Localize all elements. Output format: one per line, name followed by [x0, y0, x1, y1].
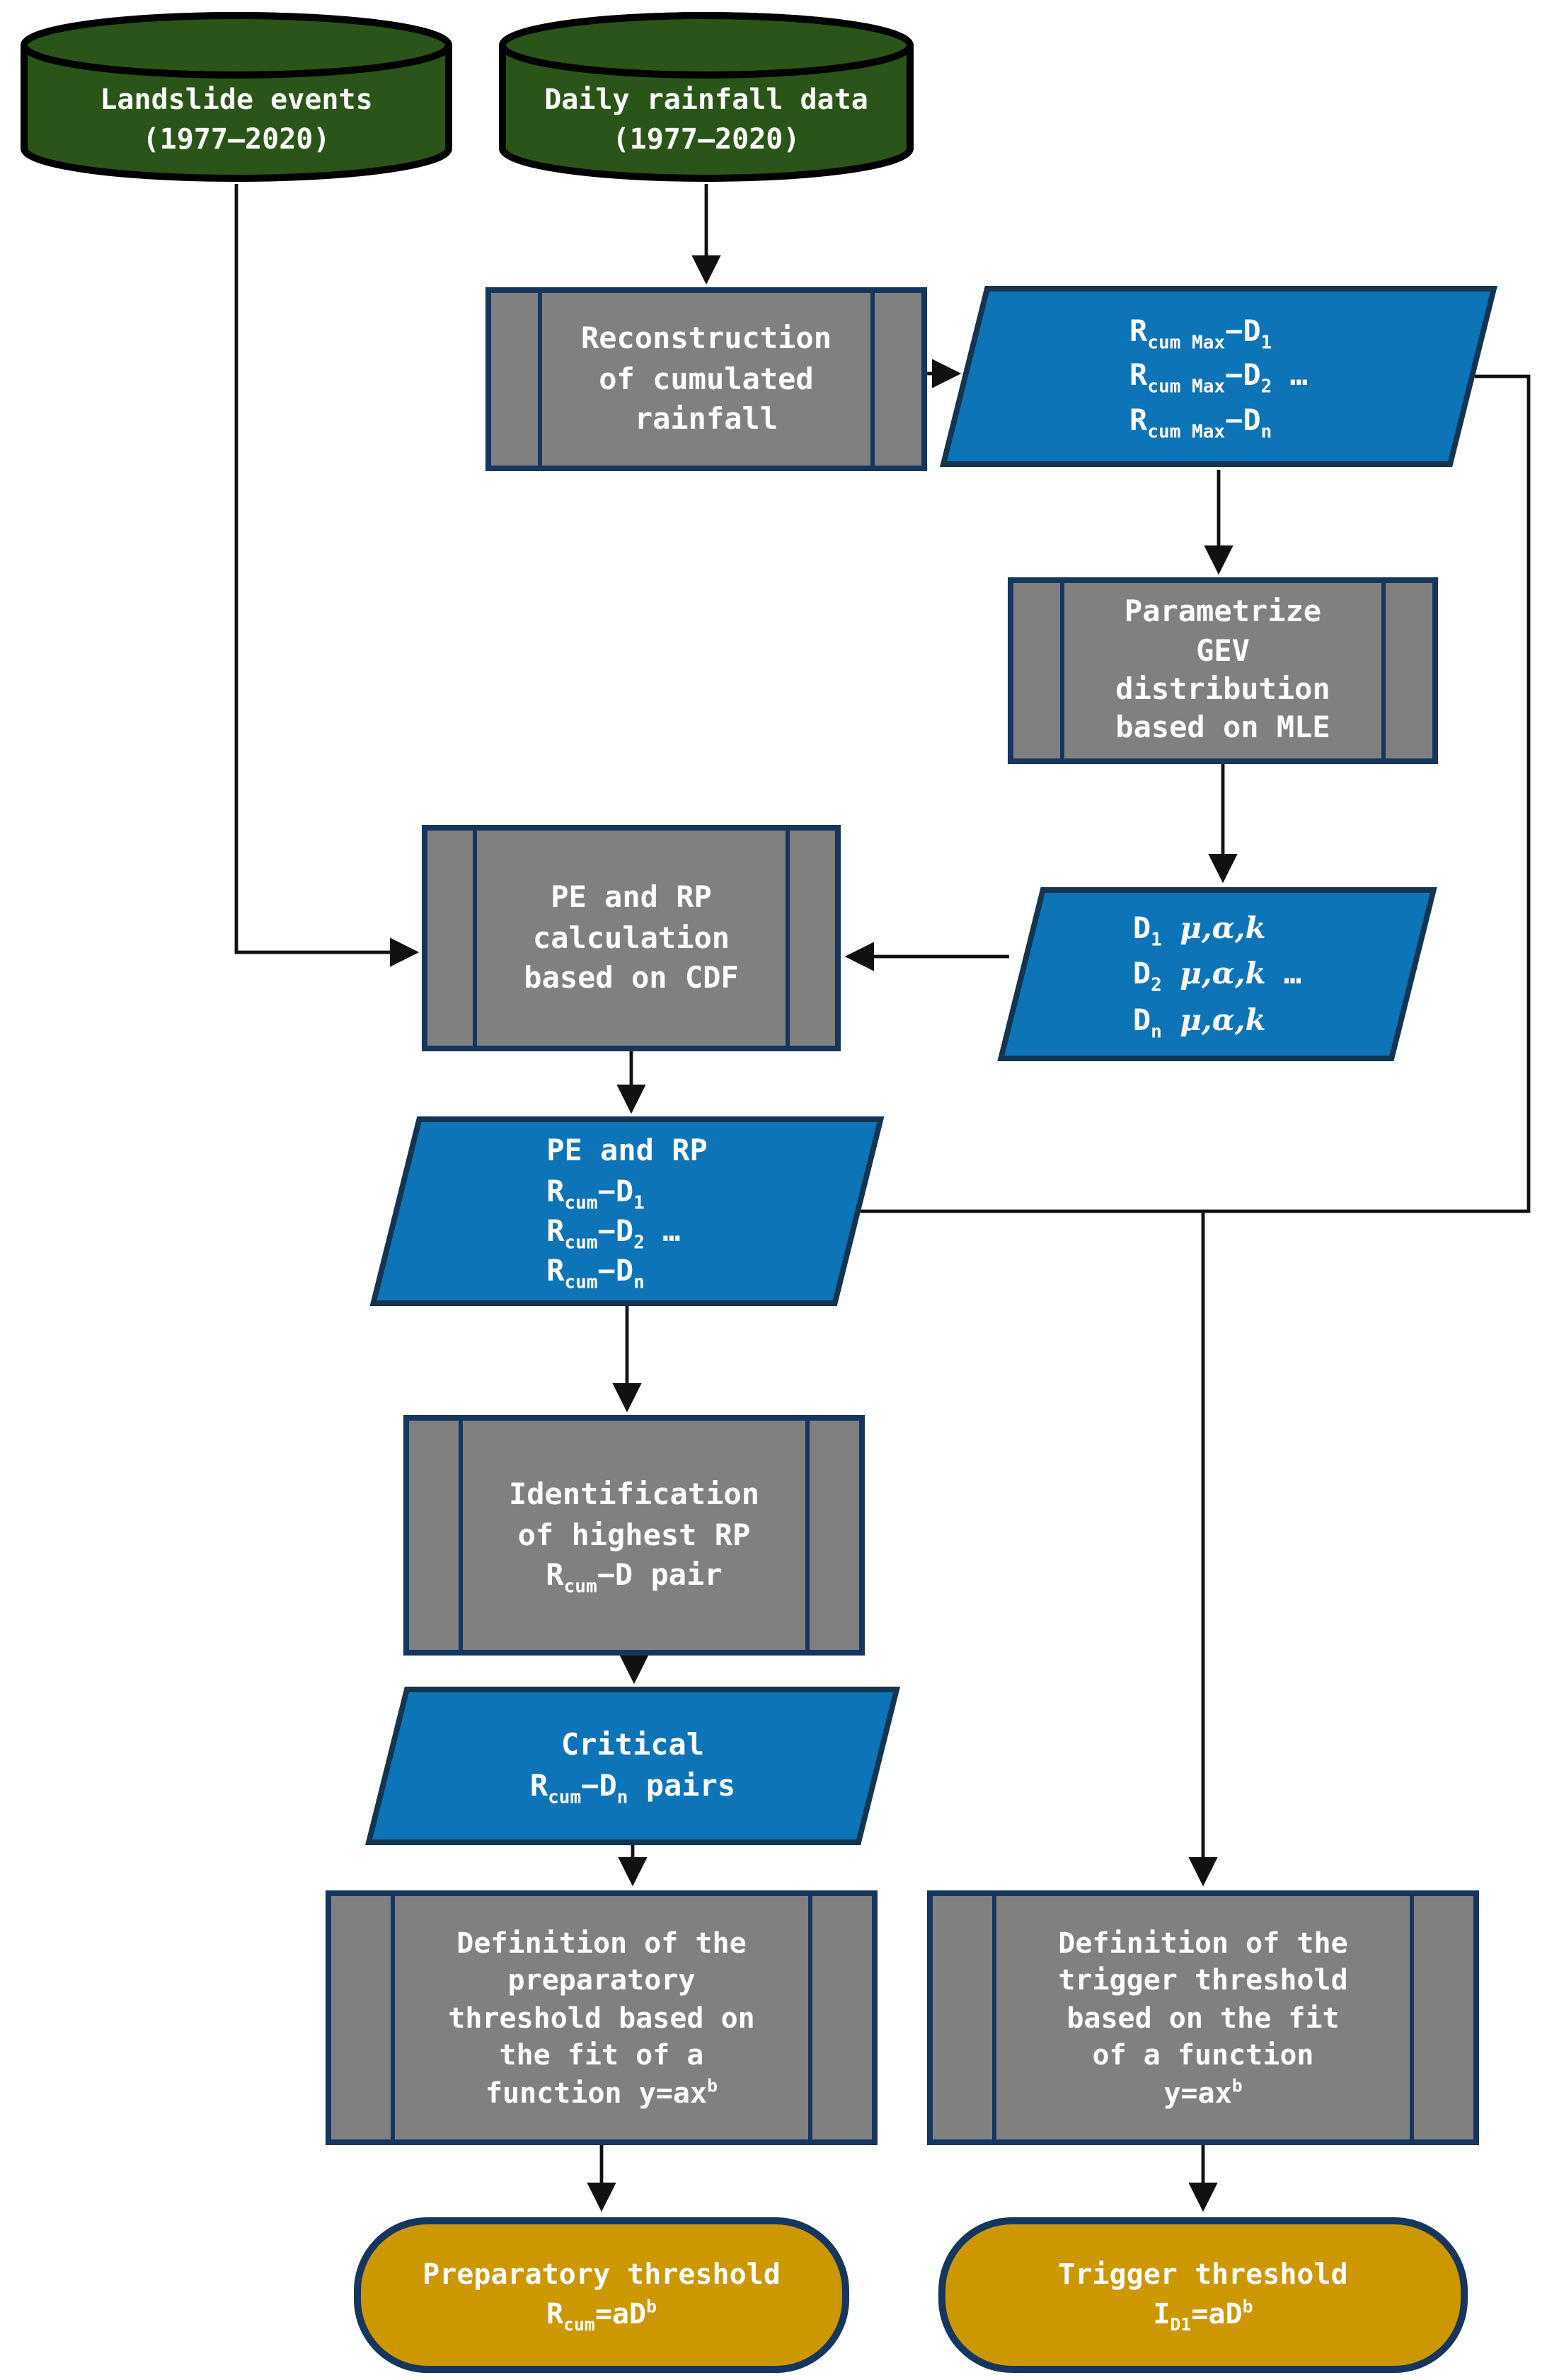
data-rcum-max-pairs: Rcum Max−D1 Rcum Max−D2 … Rcum Max−Dn	[940, 286, 1497, 467]
terminal-trigger-threshold-label: Trigger threshold ID1=aDb	[1058, 2257, 1348, 2335]
data-pe-rp-pairs-label: PE and RP Rcum−D1 Rcum−D2 … Rcum−Dn	[546, 1133, 708, 1295]
process-definition-trigger-label: Definition of the trigger threshold base…	[1058, 1926, 1348, 2110]
edge-rcummax-right-rail	[861, 374, 1531, 1213]
process-identification-highest-rp-label: Identification of highest RP Rcum−D pair	[508, 1477, 759, 1599]
data-pe-rp-pairs: PE and RP Rcum−D1 Rcum−D2 … Rcum−Dn	[369, 1116, 885, 1306]
db-landslide-events-label: Landslide events (1977–2020)	[100, 82, 373, 156]
terminal-preparatory-threshold: Preparatory threshold Rcum=aDb	[354, 2217, 849, 2373]
terminal-preparatory-threshold-label: Preparatory threshold Rcum=aDb	[422, 2257, 781, 2335]
process-parametrize-gev-label: Parametrize GEV distribution based on ML…	[1115, 594, 1330, 745]
process-pe-rp-calculation-label: PE and RP calculation based on CDF	[524, 879, 739, 995]
data-critical-pairs-label: Critical Rcum−Dn pairs	[529, 1728, 736, 1809]
db-landslide-events: Landslide events (1977–2020)	[20, 11, 453, 184]
db-daily-rainfall: Daily rainfall data (1977–2020)	[498, 11, 914, 184]
db-daily-rainfall-label: Daily rainfall data (1977–2020)	[544, 82, 868, 156]
process-identification-highest-rp: Identification of highest RP Rcum−D pair	[403, 1415, 865, 1656]
data-rcum-max-pairs-label: Rcum Max−D1 Rcum Max−D2 … Rcum Max−Dn	[1129, 313, 1308, 443]
edge-landslide-to-perpcalc	[234, 184, 420, 967]
process-definition-trigger: Definition of the trigger threshold base…	[927, 1890, 1479, 2145]
process-pe-rp-calculation: PE and RP calculation based on CDF	[422, 825, 841, 1051]
cylinder-shape	[21, 12, 452, 182]
process-definition-preparatory: Definition of the preparatory threshold …	[326, 1890, 878, 2145]
data-critical-pairs: Critical Rcum−Dn pairs	[365, 1687, 900, 1845]
data-gev-parameters-label: D1 μ,α,k D2 μ,α,k … Dn μ,α,k	[1132, 909, 1302, 1043]
process-parametrize-gev: Parametrize GEV distribution based on ML…	[1008, 577, 1438, 764]
cylinder-shape	[499, 12, 914, 182]
process-definition-preparatory-label: Definition of the preparatory threshold …	[448, 1926, 755, 2110]
data-gev-parameters: D1 μ,α,k D2 μ,α,k … Dn μ,α,k	[997, 887, 1437, 1061]
process-reconstruction-label: Reconstruction of cumulated rainfall	[580, 320, 832, 437]
process-reconstruction: Reconstruction of cumulated rainfall	[485, 287, 927, 471]
terminal-trigger-threshold: Trigger threshold ID1=aDb	[938, 2217, 1468, 2373]
